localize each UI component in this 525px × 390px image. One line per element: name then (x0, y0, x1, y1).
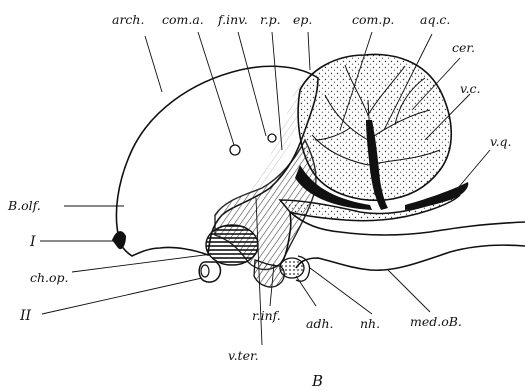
anterior-commissure (230, 145, 240, 155)
label-b-olf: B.olf. (7, 198, 41, 213)
label-nh: nh. (360, 316, 380, 331)
label-nerve-I: I (29, 234, 36, 250)
label-com-a: com.a. (162, 12, 204, 27)
medulla-lower-outline (296, 245, 525, 270)
label-f-inv: f.inv. (217, 12, 248, 27)
label-r-p: r.p. (260, 12, 281, 27)
label-com-p: com.p. (352, 12, 394, 27)
optic-chiasm (206, 225, 258, 265)
label-v-c: v.c. (460, 81, 481, 96)
adenohypophysis (280, 258, 304, 278)
label-v-q: v.q. (490, 134, 512, 149)
label-adh: adh. (306, 316, 333, 331)
optic-nerve-cut (201, 265, 209, 277)
label-ep: ep. (293, 12, 312, 27)
label-med-ob: med.oB. (410, 314, 462, 329)
olfactory-nerve (112, 231, 126, 249)
fornix-dot (268, 134, 276, 142)
label-ch-op: ch.op. (30, 270, 69, 285)
panel-letter: B (311, 372, 323, 390)
label-aq-c: aq.c. (420, 12, 450, 27)
label-r-inf: r.inf. (252, 308, 281, 323)
label-arch: arch. (112, 12, 144, 27)
label-v-ter: v.ter. (228, 348, 259, 363)
label-nerve-II: II (19, 308, 32, 324)
label-cer: cer. (452, 40, 475, 55)
